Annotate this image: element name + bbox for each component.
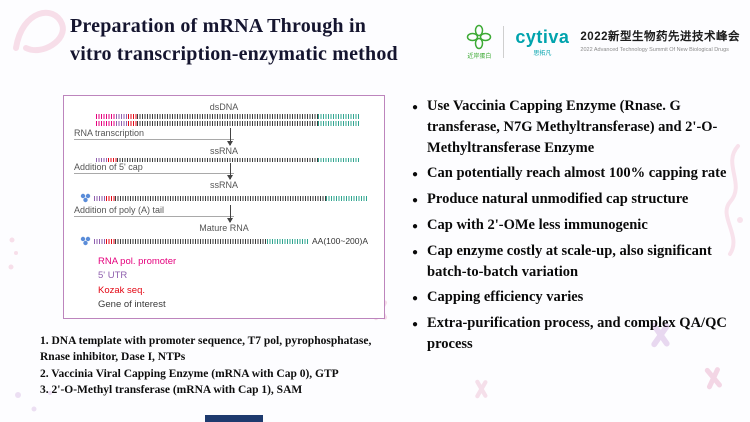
header: Preparation of mRNA Through in vitro tra…	[70, 12, 740, 69]
footer-accent-bar	[205, 415, 263, 422]
bullet-icon	[412, 163, 418, 185]
step-addition-5cap: Addition of 5' cap	[74, 162, 374, 180]
down-arrow-icon	[227, 128, 233, 146]
cap-icon	[80, 194, 91, 203]
polya-tail-label: AA(100~200)A	[312, 236, 368, 246]
flower-icon	[467, 24, 492, 50]
list-item: Extra-purification process, and complex …	[412, 313, 738, 355]
legend-item: Kozak seq.	[98, 284, 145, 296]
mature-rna-strip	[94, 238, 309, 244]
decoration-dots-left	[8, 237, 18, 270]
legend-item: Gene of interest	[98, 298, 166, 310]
ssrna-label: ssRNA	[209, 145, 238, 156]
bullet-text: Extra-purification process, and complex …	[427, 315, 727, 353]
list-item: Use Vaccinia Capping Enzyme (Rnase. G tr…	[412, 96, 738, 159]
step-addition-polya: Addition of poly (A) tail	[74, 205, 374, 223]
cytiva-logo-label: cytiva	[515, 26, 570, 47]
down-arrow-icon	[227, 205, 233, 223]
decoration-chromosome-icon	[475, 379, 488, 399]
bullet-text: Capping efficiency varies	[427, 289, 584, 306]
bullet-text: Produce natural unmodified cap structure	[427, 191, 689, 208]
novoprotein-logo: 近岸蛋白	[466, 24, 492, 60]
bullet-icon	[412, 96, 418, 159]
dna-strand-row	[96, 121, 360, 126]
bullet-text: Use Vaccinia Capping Enzyme (Rnase. G tr…	[427, 98, 718, 157]
reagent-notes: 1. DNA template with promoter sequence, …	[40, 333, 402, 398]
note-line: 2. Vaccinia Viral Capping Enzyme (mRNA w…	[40, 367, 339, 380]
mature-rna-strand: AA(100~200)A	[74, 236, 374, 246]
dsdna-label: dsDNA	[209, 102, 239, 112]
list-item: Capping efficiency varies	[412, 287, 738, 309]
addition-5cap-label: Addition of 5' cap	[74, 162, 234, 175]
note-line: 1. DNA template with promoter sequence, …	[40, 335, 372, 364]
legend-item: 5' UTR	[98, 270, 128, 282]
dsdna-strand	[74, 114, 374, 126]
cap-icon	[80, 236, 91, 246]
dna-strand-row	[96, 114, 360, 119]
summit-title-en: 2022 Advanced Technology Summit Of New B…	[580, 46, 729, 53]
logo-divider	[503, 26, 505, 58]
bullet-text: Can potentially reach almost 100% cappin…	[427, 165, 727, 182]
capped-ssrna-strand	[74, 193, 374, 203]
bullet-icon	[412, 215, 418, 237]
mrna-process-diagram: dsDNA RNA transcription ssRNA Addition o…	[63, 95, 385, 319]
decoration-ribbon-top-left	[13, 9, 66, 54]
bullet-icon	[412, 313, 418, 355]
down-arrow-icon	[227, 162, 233, 180]
ssrna-label: ssRNA	[209, 180, 238, 191]
ssrna-strand	[96, 157, 360, 162]
decoration-chromosome-icon	[704, 367, 722, 390]
novoprotein-logo-label: 近岸蛋白	[467, 54, 492, 60]
rna-transcription-label: RNA transcription	[74, 128, 234, 140]
ssrna-strand	[94, 195, 368, 201]
summit-title-block: 2022新型生物药先进技术峰会 2022 Advanced Technology…	[580, 30, 740, 53]
diagram-legend: RNA pol. promoter 5' UTR Kozak seq. Gene…	[98, 255, 374, 312]
bullet-icon	[412, 241, 418, 283]
cytiva-logo: cytiva 思拓凡	[515, 28, 569, 57]
list-item: Cap enzyme costly at scale-up, also sign…	[412, 241, 738, 283]
addition-polya-label: Addition of poly (A) tail	[74, 205, 234, 217]
list-item: Can potentially reach almost 100% cappin…	[412, 163, 738, 185]
bullet-icon	[412, 189, 418, 211]
key-points-list: Use Vaccinia Capping Enzyme (Rnase. G tr…	[412, 96, 738, 355]
bullet-text: Cap with 2'-OMe less immunogenic	[427, 217, 648, 234]
page-title: Preparation of mRNA Through in vitro tra…	[70, 15, 398, 66]
mature-rna-label: Mature RNA	[199, 223, 249, 233]
summit-title-cn: 2022新型生物药先进技术峰会	[580, 31, 740, 44]
bullet-text: Cap enzyme costly at scale-up, also sign…	[427, 243, 712, 281]
list-item: Produce natural unmodified cap structure	[412, 189, 738, 211]
bullet-icon	[412, 287, 418, 309]
step-rna-transcription: RNA transcription	[74, 128, 374, 146]
cytiva-logo-sublabel: 思拓凡	[533, 50, 552, 57]
logo-group: 近岸蛋白 cytiva 思拓凡 2022新型生物药先进技术峰会 2022 Adv…	[466, 24, 740, 60]
list-item: Cap with 2'-OMe less immunogenic	[412, 215, 738, 237]
legend-item: RNA pol. promoter	[98, 256, 177, 267]
note-line: 3. 2'-O-Methyl transferase (mRNA with Ca…	[40, 383, 303, 396]
